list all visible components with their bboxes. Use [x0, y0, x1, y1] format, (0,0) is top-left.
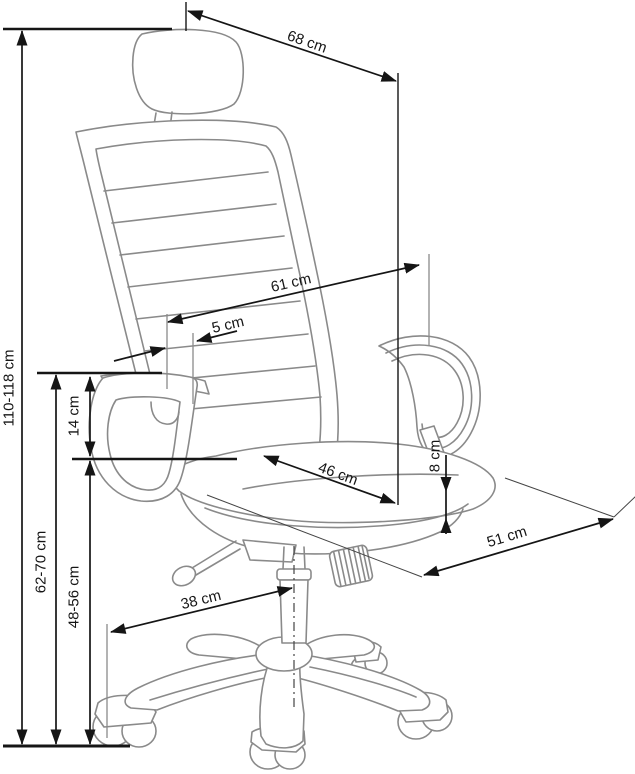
dimension-lines — [3, 2, 635, 748]
dim-5-right-tail — [196, 330, 238, 343]
dimension-label-total-height: 110-118 cm — [0, 349, 18, 427]
leg-back-right — [299, 633, 376, 662]
seat-plane-edge-rear — [504, 477, 615, 518]
dimension-label-armrest-height: 62-70 cm — [32, 530, 50, 594]
dimension-label-seat-thickness: 8 cm — [426, 439, 444, 473]
dim-base-38 — [110, 586, 293, 634]
chair-base — [92, 546, 453, 770]
dim-seat-depth-51 — [423, 517, 614, 577]
leg-front-right — [293, 653, 431, 712]
seat-mechanism — [171, 539, 374, 588]
leg-front-left — [124, 653, 271, 711]
seat-plane-edge-right — [613, 496, 635, 518]
leg-front-center — [259, 659, 305, 749]
seat-plane-edge-left — [206, 494, 423, 578]
left-armrest — [88, 372, 210, 503]
chair-line-art — [75, 28, 496, 770]
adjustment-knob — [328, 544, 374, 588]
dim-seat-width-46 — [263, 455, 396, 504]
dimension-label-seat-to-armrest: 14 cm — [65, 395, 83, 437]
leg-back-left — [186, 633, 267, 662]
tilt-lever-handle — [171, 565, 197, 587]
dim-width-68 — [187, 10, 397, 82]
dimension-label-seat-height: 48-56 cm — [65, 565, 83, 629]
dim-5-left-tail — [113, 346, 166, 362]
dim-seat-thickness-8 — [440, 455, 452, 534]
dim-backrest-61 — [167, 262, 420, 325]
